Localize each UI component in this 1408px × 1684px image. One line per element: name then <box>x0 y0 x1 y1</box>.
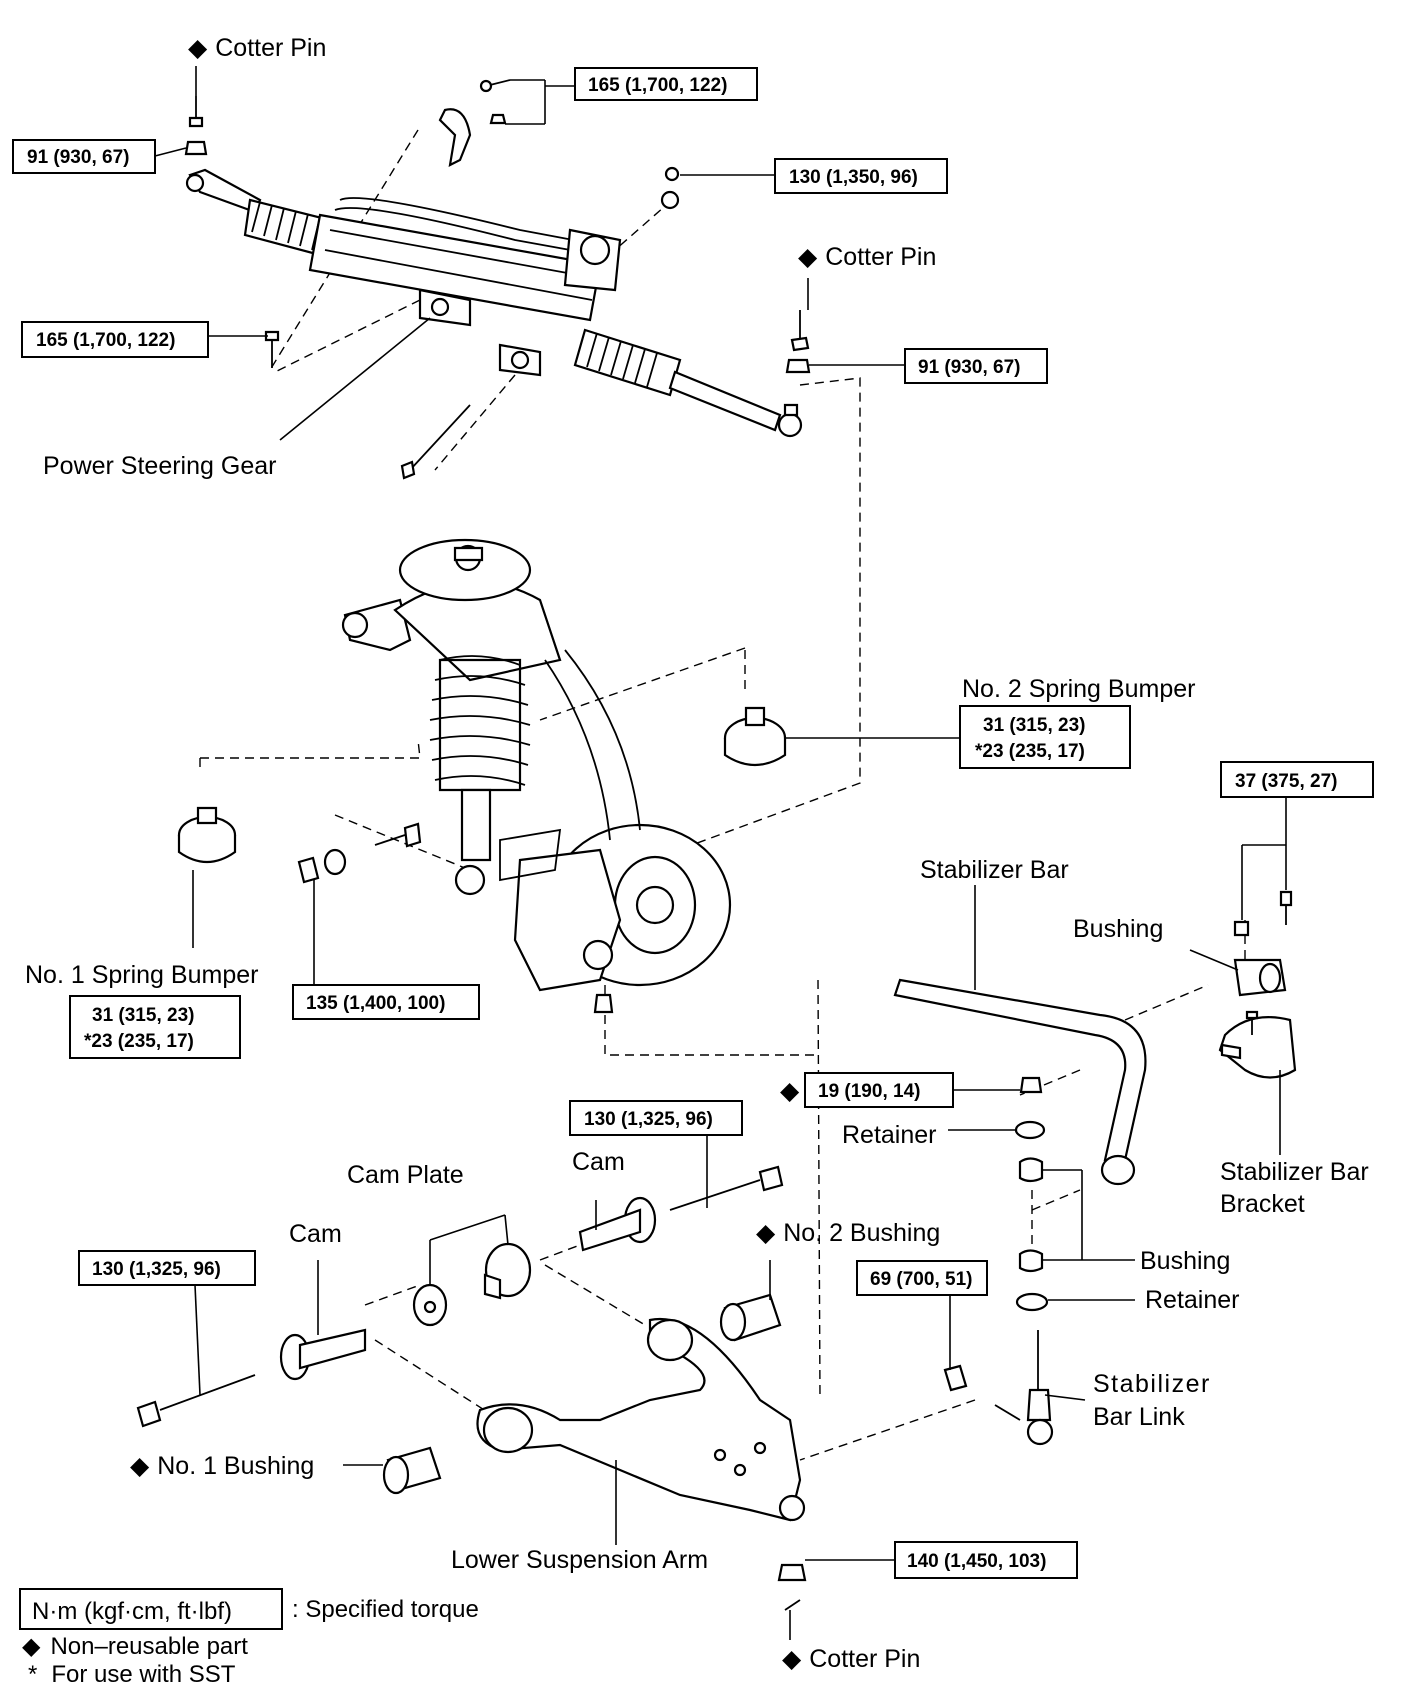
legend-sst: For use with SST <box>51 1661 235 1684</box>
torque-box-130-mid: 130 (1,325, 96) <box>569 1100 743 1136</box>
label-cam-right: Cam <box>572 1148 625 1176</box>
torque-value-sst: *23 (235, 17) <box>975 741 1085 762</box>
label-stabilizer-bar-link-2: Bar Link <box>1093 1403 1185 1431</box>
non-reusable-diamond: ◆ <box>756 1219 776 1247</box>
part-labels: ◆Cotter Pin ◆Cotter Pin Power Steering G… <box>25 34 1369 1673</box>
torque-value: 69 (700, 51) <box>870 1269 972 1290</box>
label-bushing-lower: Bushing <box>1140 1247 1230 1275</box>
svg-text:◆No. 1 Bushing: ◆No. 1 Bushing <box>130 1452 314 1480</box>
torque-value: 140 (1,450, 103) <box>907 1551 1046 1572</box>
torque-value: 91 (930, 67) <box>27 147 129 168</box>
torque-box-31-right: 31 (315, 23) *23 (235, 17) <box>959 705 1131 769</box>
torque-value: 130 (1,350, 96) <box>789 167 918 188</box>
lower-arm-illustration <box>136 1165 807 1611</box>
stabilizer-bar-illustration <box>893 890 1297 1446</box>
label-cam-left: Cam <box>289 1220 342 1248</box>
svg-text:◆Cotter Pin: ◆Cotter Pin <box>782 1645 920 1673</box>
label-lower-suspension-arm: Lower Suspension Arm <box>451 1546 708 1574</box>
label-retainer-lower: Retainer <box>1145 1286 1240 1314</box>
torque-box-165-top: 165 (1,700, 122) <box>574 67 758 101</box>
non-reusable-diamond: ◆ <box>798 243 818 271</box>
leader-lines <box>154 66 1287 1640</box>
label-power-steering-gear: Power Steering Gear <box>43 452 276 480</box>
svg-text:◆Cotter Pin: ◆Cotter Pin <box>798 243 936 271</box>
non-reusable-diamond: ◆ <box>130 1452 150 1480</box>
torque-value: 165 (1,700, 122) <box>588 75 727 96</box>
torque-value: 165 (1,700, 122) <box>36 330 175 351</box>
label-no1-spring-bumper: No. 1 Spring Bumper <box>25 961 258 989</box>
label-no1-bushing: No. 1 Bushing <box>157 1452 314 1480</box>
torque-box-135: 135 (1,400, 100) <box>292 984 480 1020</box>
torque-value: 130 (1,325, 96) <box>584 1109 713 1130</box>
label-cotter-pin-top: Cotter Pin <box>215 34 326 62</box>
non-reusable-diamond: ◆ <box>780 1077 800 1105</box>
svg-text:◆No. 2 Bushing: ◆No. 2 Bushing <box>756 1219 940 1247</box>
svg-text:*For use with SST: * For use with SST <box>28 1661 236 1684</box>
non-reusable-diamond: ◆ <box>782 1645 802 1673</box>
torque-value: 31 (315, 23) <box>92 1005 194 1026</box>
label-cotter-pin-bottom: Cotter Pin <box>809 1645 920 1673</box>
torque-value: 37 (375, 27) <box>1235 771 1337 792</box>
torque-value: 19 (190, 14) <box>818 1081 920 1102</box>
power-steering-gear-illustration <box>184 79 811 480</box>
label-stabilizer-bar-bracket-2: Bracket <box>1220 1190 1305 1218</box>
torque-box-91-left: 91 (930, 67) <box>12 139 156 174</box>
legend: N·m (kgf·cm, ft·lbf) : Specified torque … <box>19 1588 479 1684</box>
knuckle-spring-illustration <box>177 538 787 1014</box>
torque-value: 31 (315, 23) <box>983 715 1085 736</box>
torque-value: 130 (1,325, 96) <box>92 1259 221 1280</box>
label-stabilizer-bar: Stabilizer Bar <box>920 856 1069 884</box>
label-stabilizer-bar-bracket-1: Stabilizer Bar <box>1220 1158 1369 1186</box>
torque-value: 135 (1,400, 100) <box>306 993 445 1014</box>
torque-box-91-right: 91 (930, 67) <box>904 348 1048 384</box>
legend-non-reusable: Non–reusable part <box>50 1633 248 1660</box>
label-no2-bushing: No. 2 Bushing <box>783 1219 940 1247</box>
svg-text:◆Non–reusable part: ◆ Non–reusable part <box>22 1633 248 1660</box>
torque-value: 91 (930, 67) <box>918 357 1020 378</box>
torque-box-31-left: 31 (315, 23) *23 (235, 17) <box>69 995 241 1059</box>
label-stabilizer-bar-link-1: Stabilizer <box>1093 1370 1211 1398</box>
torque-boxes: 165 (1,700, 122) 91 (930, 67) 130 (1,350… <box>12 67 1374 1579</box>
torque-value-sst: *23 (235, 17) <box>84 1031 194 1052</box>
legend-torque-desc: : Specified torque <box>292 1596 479 1623</box>
label-cotter-pin-right: Cotter Pin <box>825 243 936 271</box>
label-cam-plate: Cam Plate <box>347 1161 464 1189</box>
torque-box-19: ◆ 19 (190, 14) <box>780 1072 954 1108</box>
legend-torque-units: N·m (kgf·cm, ft·lbf) <box>32 1598 232 1625</box>
torque-box-140: 140 (1,450, 103) <box>894 1541 1078 1579</box>
label-bushing-upper: Bushing <box>1073 915 1163 943</box>
svg-text:◆Cotter Pin: ◆Cotter Pin <box>188 34 326 62</box>
torque-box-130-top: 130 (1,350, 96) <box>774 158 948 194</box>
assembly-dash-lines <box>199 129 1246 1461</box>
torque-box-130-left: 130 (1,325, 96) <box>78 1250 256 1286</box>
legend-diamond: ◆ <box>22 1633 41 1660</box>
legend-asterisk: * <box>28 1661 37 1684</box>
label-retainer-upper: Retainer <box>842 1121 937 1149</box>
torque-box-37: 37 (375, 27) <box>1220 761 1374 798</box>
non-reusable-diamond: ◆ <box>188 34 208 62</box>
label-no2-spring-bumper: No. 2 Spring Bumper <box>962 675 1195 703</box>
torque-box-165-left: 165 (1,700, 122) <box>21 321 209 358</box>
torque-box-69: 69 (700, 51) <box>856 1260 988 1296</box>
